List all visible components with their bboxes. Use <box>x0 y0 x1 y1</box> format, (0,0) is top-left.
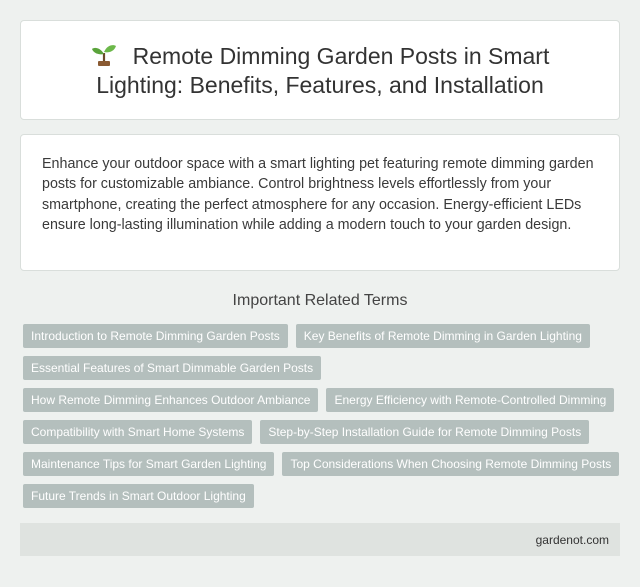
title-card: Remote Dimming Garden Posts in Smart Lig… <box>20 20 620 120</box>
term-tag[interactable]: Step-by-Step Installation Guide for Remo… <box>260 420 590 444</box>
term-tag[interactable]: Key Benefits of Remote Dimming in Garden… <box>295 324 590 348</box>
term-tag[interactable]: Maintenance Tips for Smart Garden Lighti… <box>23 452 275 476</box>
related-terms-list: Introduction to Remote Dimming Garden Po… <box>23 324 623 516</box>
description-card: Enhance your outdoor space with a smart … <box>20 134 620 271</box>
term-row: Maintenance Tips for Smart Garden Lighti… <box>23 452 623 476</box>
term-tag[interactable]: Introduction to Remote Dimming Garden Po… <box>23 324 288 348</box>
footer: gardenot.com <box>20 523 620 556</box>
term-row: Compatibility with Smart Home Systems St… <box>23 420 623 444</box>
term-tag[interactable]: Top Considerations When Choosing Remote … <box>282 452 620 476</box>
term-tag[interactable]: Energy Efficiency with Remote-Controlled… <box>326 388 615 412</box>
term-tag[interactable]: How Remote Dimming Enhances Outdoor Ambi… <box>23 388 319 412</box>
page-title-text: Remote Dimming Garden Posts in Smart Lig… <box>96 42 550 98</box>
term-tag[interactable]: Compatibility with Smart Home Systems <box>23 420 253 444</box>
term-tag[interactable]: Future Trends in Smart Outdoor Lighting <box>23 484 254 508</box>
footer-site-link[interactable]: gardenot.com <box>535 532 609 547</box>
term-row: How Remote Dimming Enhances Outdoor Ambi… <box>23 388 623 412</box>
term-row: Essential Features of Smart Dimmable Gar… <box>23 356 623 380</box>
term-tag[interactable]: Essential Features of Smart Dimmable Gar… <box>23 356 322 380</box>
term-row: Introduction to Remote Dimming Garden Po… <box>23 324 623 348</box>
sprout-icon <box>91 44 116 66</box>
related-terms-heading: Important Related Terms <box>232 292 408 309</box>
page-title: Remote Dimming Garden Posts in Smart Lig… <box>61 41 579 100</box>
description-text: Enhance your outdoor space with a smart … <box>42 156 594 233</box>
term-row: Future Trends in Smart Outdoor Lighting <box>23 484 623 508</box>
